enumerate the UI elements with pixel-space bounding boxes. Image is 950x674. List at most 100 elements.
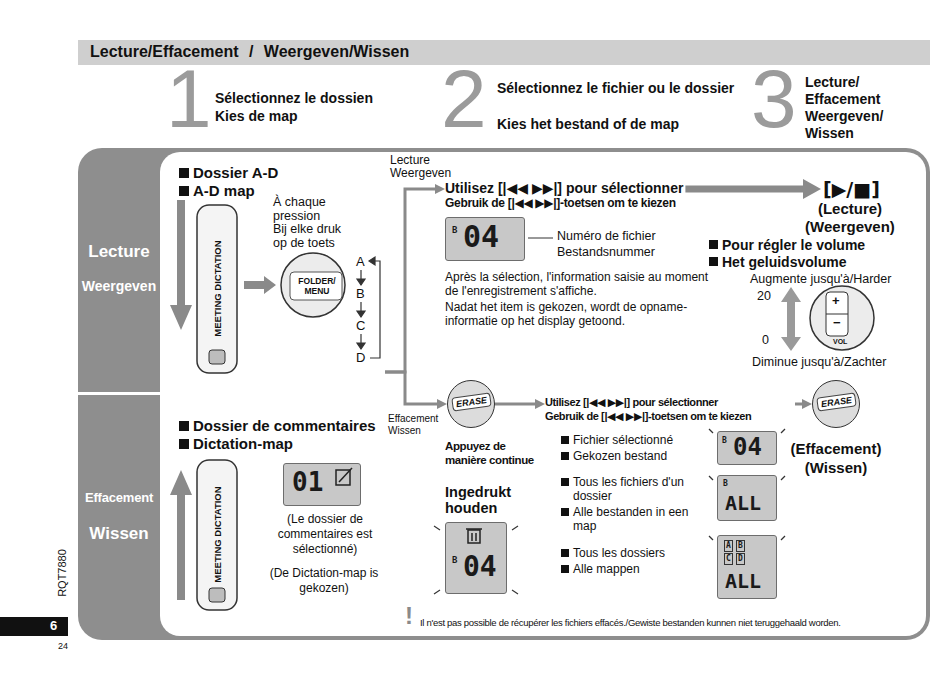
blink-rays	[709, 536, 713, 540]
step-number: 3	[751, 58, 797, 140]
folder-section: Dossier A-DA-D mapÀ chaque pressionBij e…	[165, 160, 385, 390]
page-frame	[0, 40, 930, 640]
step-text: Kies de map	[215, 108, 297, 124]
node-text: C	[724, 553, 733, 565]
bullet-square	[561, 549, 569, 557]
action-label: (Weergeven)	[785, 218, 915, 235]
node-text: B	[722, 436, 727, 445]
node-text: Utilisez [|◀◀ ▶▶|] pour sélectionner	[445, 180, 683, 196]
volume-illustration	[826, 292, 848, 336]
bullet-square	[709, 257, 718, 266]
step-text: Kies het bestand of de map	[497, 116, 679, 132]
body-text: Après la sélection, l'information saisie…	[445, 270, 713, 298]
option-text: Tous les dossiers	[561, 546, 665, 560]
node-text: B	[452, 555, 457, 565]
node-text: A-D map	[179, 182, 255, 199]
bullet-square	[179, 421, 189, 431]
lcd-display: ABCDALL	[717, 535, 777, 599]
play-key: [▶/■]	[823, 178, 880, 200]
blink-rays	[709, 476, 713, 480]
lcd-display: BALL	[717, 475, 777, 521]
option-text: Fichier sélectionné	[561, 433, 673, 447]
recorder-bottom	[170, 460, 237, 610]
step-number: 1	[166, 58, 212, 140]
bullet-square	[561, 452, 569, 460]
node-text: B	[736, 540, 745, 552]
step-text: Sélectionnez le fichier ou le dossier	[497, 80, 747, 97]
folder-section: Dossier de commentairesDictation-map 01	[165, 395, 385, 635]
leader-line	[528, 238, 553, 239]
folder-cycle-arrows	[357, 311, 365, 317]
body-text: Nadat het item is gekozen, wordt de opna…	[445, 300, 713, 328]
callout-text: Numéro de fichier	[557, 229, 656, 243]
recorder-top	[209, 350, 225, 364]
lcd-display: B04	[445, 522, 507, 594]
folder-letter: B	[356, 286, 365, 301]
key-label: VOL	[833, 338, 847, 345]
instruction-text: Appuyez de manière continue	[445, 440, 543, 467]
blink-rays	[512, 526, 518, 530]
node-text: Dossier A-D	[179, 164, 278, 181]
page-number: 24	[58, 641, 68, 651]
action-label: (Lecture)	[785, 200, 915, 217]
volume-illustration	[826, 314, 848, 315]
instruction-text: Ingedrukt houden	[445, 484, 543, 516]
note-text: (De Dictation-map is gekozen)	[262, 566, 386, 596]
lcd-display: B04	[445, 217, 525, 261]
action-label: (Effacement)	[771, 440, 901, 457]
document-code: RQT7880	[56, 538, 68, 608]
volume-illustration	[781, 287, 801, 351]
edge-label: Lecture Weergeven	[390, 154, 455, 180]
folder-cycle-arrows	[369, 257, 375, 265]
erase-button: ERASE	[812, 380, 860, 428]
node-text: D	[736, 553, 745, 565]
blink-rays	[512, 590, 518, 594]
key-symbol: −	[833, 315, 841, 330]
node-text: Effacement	[78, 490, 160, 505]
bullet-square	[561, 565, 569, 573]
node-text: [▶/■]	[823, 178, 880, 200]
recorder-top	[197, 205, 237, 373]
bullet-square	[179, 168, 189, 178]
node-text: Dictation-map	[179, 435, 293, 452]
node-text: Utilisez [|◀◀ ▶▶|] pour sélectionner	[545, 395, 795, 409]
folder-letter: A	[356, 254, 365, 269]
step-number: 2	[441, 58, 487, 140]
folder-cycle-arrows	[357, 257, 380, 358]
node-text: ERASE	[816, 392, 857, 411]
blink-rays	[434, 590, 440, 594]
folder-letter: C	[356, 318, 365, 333]
bullet-square	[561, 508, 569, 516]
button-label: FOLDER/ MENU	[291, 276, 343, 296]
connector-arrow	[385, 189, 435, 372]
option-text: Tous les fichiers d'un dossier	[561, 475, 712, 503]
warning-mark: !	[405, 602, 413, 630]
node-text: Gebruik de [|◀◀ ▶▶|]-toetsen om te kieze…	[545, 409, 795, 423]
node-text: 04	[733, 434, 762, 462]
node-text: À chaque pression	[273, 196, 357, 223]
page-frame	[78, 392, 160, 395]
leader-line	[528, 238, 553, 239]
recorder-top	[281, 253, 345, 317]
connector-arrow	[685, 186, 803, 193]
blink-rays	[781, 476, 785, 480]
side-band: LectureWeergeven	[78, 150, 160, 392]
connector-arrow	[495, 403, 535, 406]
page-number: 6	[50, 618, 57, 633]
blink-rays	[434, 526, 440, 530]
option-text: Gekozen bestand	[561, 449, 667, 463]
bullet-square	[561, 436, 569, 444]
folder-cycle-arrows	[357, 343, 365, 349]
bullet-square	[561, 478, 569, 486]
connector-arrow	[385, 372, 437, 404]
node-text: 01	[292, 468, 323, 498]
bullet-square	[179, 186, 189, 196]
device-label: MEETING DICTATION	[212, 234, 223, 344]
volume-text: Augmente jusqu'à/Harder	[750, 272, 891, 286]
node-text: B	[452, 225, 457, 235]
edge-label: Effacement Wissen	[388, 413, 444, 437]
node-text: B	[723, 479, 728, 488]
note-text: (Le dossier de commentaires est sélectio…	[266, 512, 384, 557]
node-text: Dossier de commentaires	[179, 417, 376, 434]
